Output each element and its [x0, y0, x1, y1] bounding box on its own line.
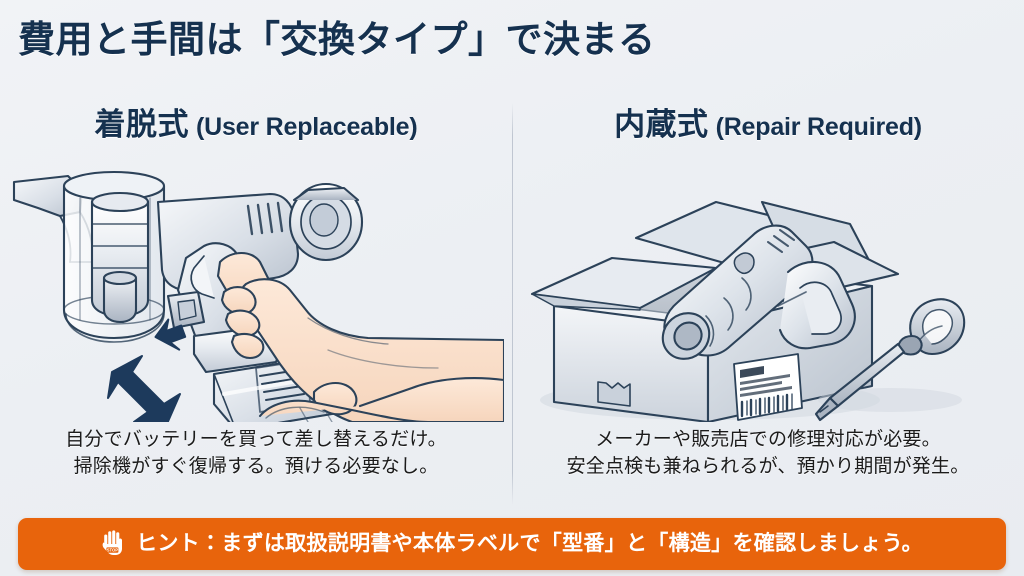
column-heading-left: 着脱式(User Replaceable) — [8, 104, 504, 146]
page-title: 費用と手間は「交換タイプ」で決まる — [18, 19, 656, 60]
column-divider — [512, 103, 513, 505]
column-heading-right-jp: 内蔵式 — [614, 107, 709, 142]
caption-left-line-1: 自分でバッテリーを買って差し替えるだけ。 — [65, 429, 447, 450]
caption-left-line-2: 掃除機がすぐ復帰する。預ける必要なし。 — [73, 456, 439, 477]
caption-left: 自分でバッテリーを買って差し替えるだけ。 掃除機がすぐ復帰する。預ける必要なし。 — [8, 426, 504, 480]
hint-banner: STOP ヒント：まずは取扱説明書や本体ラベルで「型番」と「構造」を確認しましょ… — [18, 518, 1006, 570]
column-heading-right: 内蔵式(Repair Required) — [520, 104, 1016, 146]
column-heading-right-en: (Repair Required) — [715, 113, 923, 141]
column-repair-required: 内蔵式(Repair Required) — [520, 104, 1016, 508]
column-heading-left-jp: 着脱式 — [94, 107, 189, 142]
illustration-shipping-box-repair — [520, 150, 1016, 422]
hint-banner-text: ヒント：まずは取扱説明書や本体ラベルで「型番」と「構造」を確認しましょう。 — [136, 532, 923, 555]
caption-right: メーカーや販売店での修理対応が必要。 安全点検も兼ねられるが、預かり期間が発生。 — [520, 426, 1016, 480]
column-user-replaceable: 着脱式(User Replaceable) — [8, 104, 504, 508]
caption-right-line-2: 安全点検も兼ねられるが、預かり期間が発生。 — [566, 456, 970, 477]
svg-text:STOP: STOP — [107, 548, 119, 553]
illustration-detachable-battery — [8, 150, 504, 422]
caption-right-line-1: メーカーや販売店での修理対応が必要。 — [595, 429, 941, 450]
column-heading-left-en: (User Replaceable) — [196, 113, 418, 141]
raised-hand-stop-icon: STOP — [101, 529, 125, 557]
